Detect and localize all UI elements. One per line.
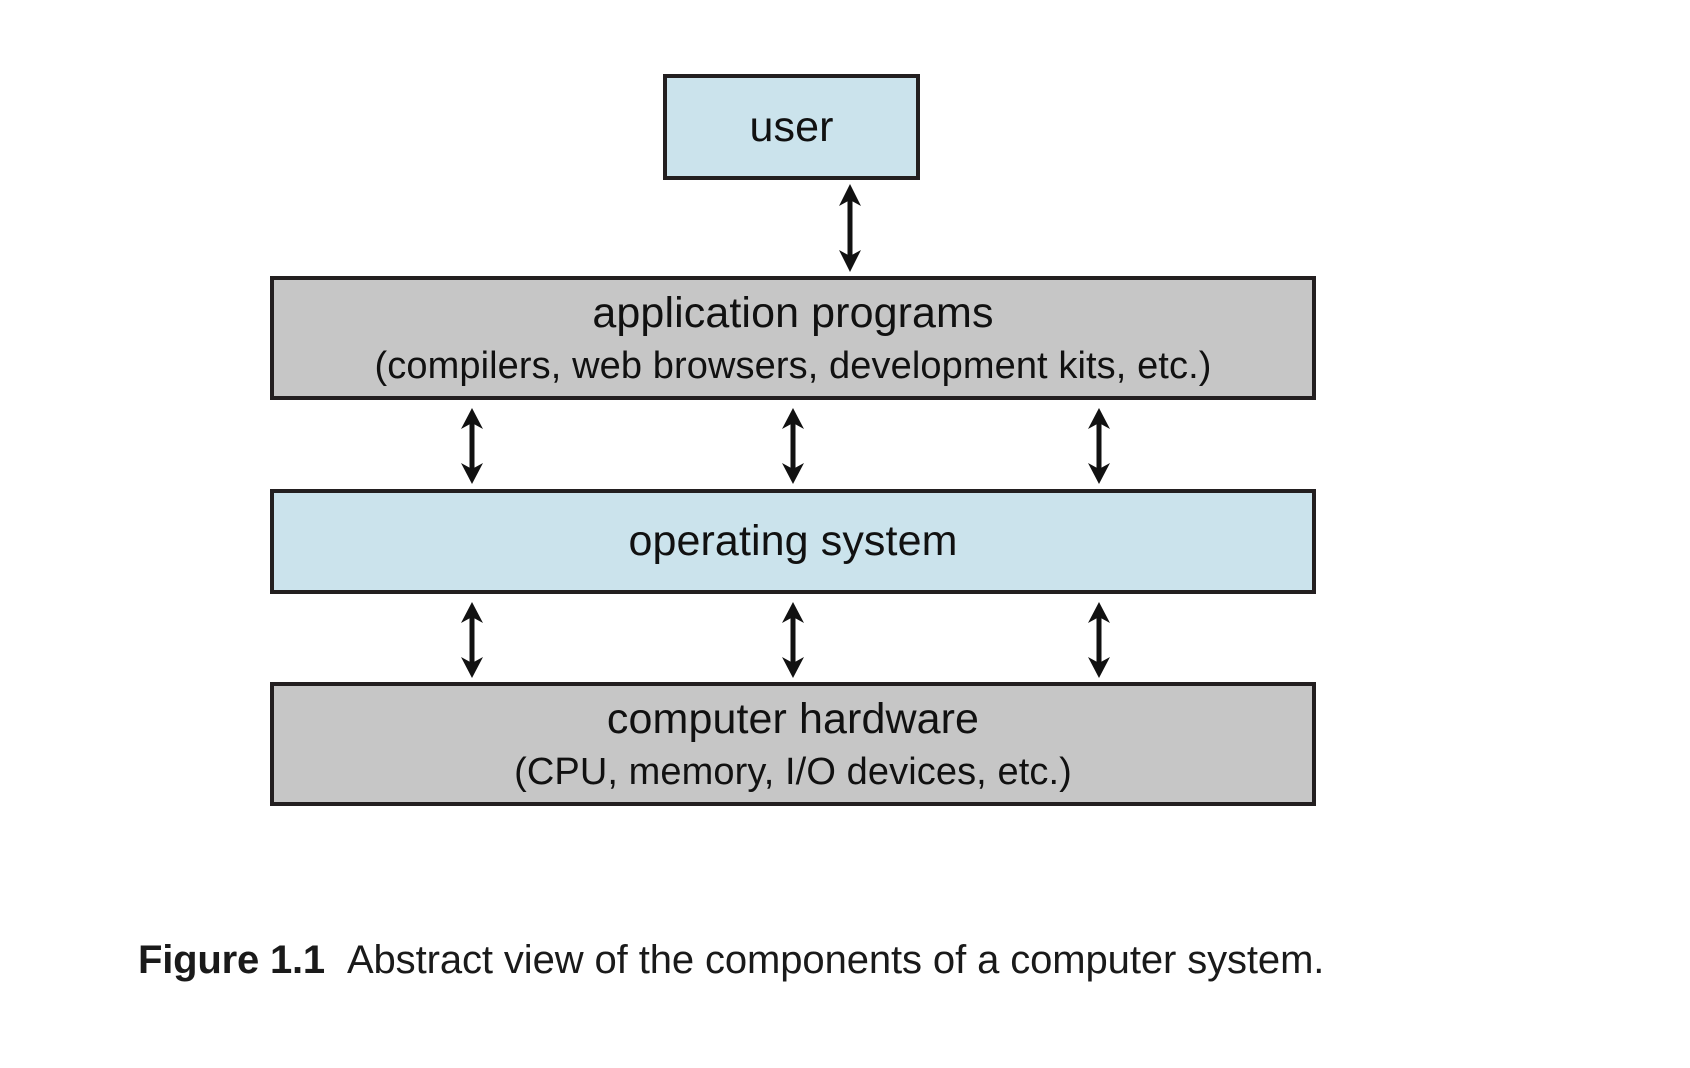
block-computer-hardware-title: computer hardware	[606, 694, 980, 743]
block-user: user	[663, 74, 920, 180]
connector-application-to-os-right	[1077, 408, 1121, 484]
block-user-title: user	[749, 102, 834, 151]
figure-caption: Figure 1.1 Abstract view of the component…	[138, 935, 1558, 985]
block-operating-system: operating system	[270, 489, 1316, 594]
block-application-programs: application programs (compilers, web bro…	[270, 276, 1316, 400]
block-operating-system-title: operating system	[628, 517, 958, 566]
block-computer-hardware-subtitle: (CPU, memory, I/O devices, etc.)	[514, 750, 1072, 793]
connector-application-to-os-center	[771, 408, 815, 484]
block-computer-hardware: computer hardware (CPU, memory, I/O devi…	[270, 682, 1316, 806]
connector-os-to-hardware-center	[771, 602, 815, 678]
block-application-programs-subtitle: (compilers, web browsers, development ki…	[374, 344, 1212, 387]
connector-os-to-hardware-right	[1077, 602, 1121, 678]
figure-caption-text: Abstract view of the components of a com…	[346, 938, 1325, 982]
block-application-programs-title: application programs	[592, 288, 994, 337]
connector-user-to-application-programs	[828, 184, 872, 272]
connector-application-to-os-left	[450, 408, 494, 484]
figure-caption-label: Figure 1.1	[138, 938, 325, 982]
connector-os-to-hardware-left	[450, 602, 494, 678]
